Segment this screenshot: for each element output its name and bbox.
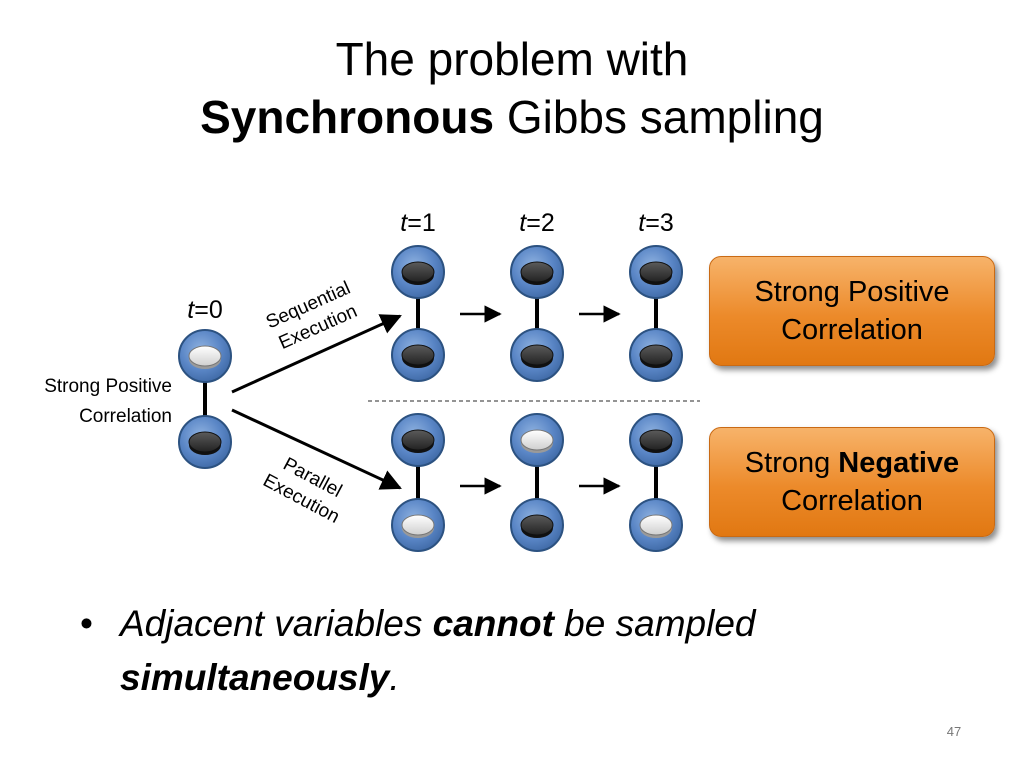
negative-badge-line-2: Correlation xyxy=(781,485,923,517)
slide-title: The problem with Synchronous Gibbs sampl… xyxy=(0,30,1024,146)
negative-badge-bold: Negative xyxy=(838,447,960,479)
title-line-2: Synchronous Gibbs sampling xyxy=(0,88,1024,146)
node-seq-t1-top xyxy=(391,245,445,299)
t0-label: t=0 xyxy=(187,296,222,324)
negative-badge-line-1: Strong Negative xyxy=(745,444,959,482)
dark-disk-icon xyxy=(639,261,673,283)
title-line-2-rest: Gibbs sampling xyxy=(494,91,824,143)
positive-badge-line-2: Correlation xyxy=(781,314,923,346)
bullet-part-3: be sampled xyxy=(553,603,756,644)
bullet-part-5: . xyxy=(389,657,400,698)
dark-disk-icon xyxy=(520,261,554,283)
bullet-point: • Adjacent variables cannot be sampled si… xyxy=(80,597,900,705)
negative-correlation-badge: Strong Negative Correlation xyxy=(709,427,995,537)
dark-disk-icon xyxy=(520,514,554,536)
t0-correlation-label: Strong Positive Correlation xyxy=(6,372,172,432)
node-seq-t2-bottom xyxy=(510,328,564,382)
title-bold-word: Synchronous xyxy=(200,91,495,143)
positive-badge-line-1: Strong Positive xyxy=(754,276,950,308)
bullet-bold-cannot: cannot xyxy=(432,603,554,644)
node-t0-top xyxy=(178,329,232,383)
node-seq-t1-bottom xyxy=(391,328,445,382)
t0-correlation-line-1: Strong Positive xyxy=(44,376,172,397)
bullet-marker: • xyxy=(80,603,93,644)
node-t0-bottom xyxy=(178,415,232,469)
parallel-arrow xyxy=(231,408,402,490)
light-disk-icon xyxy=(520,429,554,451)
dark-disk-icon xyxy=(401,344,435,366)
sequential-arrow xyxy=(231,314,402,394)
bullet-bold-simultaneously: simultaneously xyxy=(120,657,390,698)
node-par-t3-top xyxy=(629,413,683,467)
bullet-text: Adjacent variables cannot be sampled simu… xyxy=(80,597,900,705)
node-par-t1-top xyxy=(391,413,445,467)
sequential-execution-label: Sequential Execution xyxy=(263,278,360,354)
light-disk-icon xyxy=(401,514,435,536)
page-number: 47 xyxy=(946,724,962,739)
t1-label: t=1 xyxy=(400,209,435,237)
dark-disk-icon xyxy=(401,261,435,283)
dark-disk-icon xyxy=(188,431,222,453)
node-par-t1-bottom xyxy=(391,498,445,552)
t3-label: t=3 xyxy=(638,209,673,237)
node-par-t2-top xyxy=(510,413,564,467)
node-par-t2-bottom xyxy=(510,498,564,552)
title-line-1: The problem with xyxy=(335,33,689,85)
node-par-t3-bottom xyxy=(629,498,683,552)
node-seq-t3-top xyxy=(629,245,683,299)
t0-correlation-line-2: Correlation xyxy=(79,406,172,427)
dark-disk-icon xyxy=(639,429,673,451)
negative-badge-plain: Strong xyxy=(744,447,839,479)
light-disk-icon xyxy=(639,514,673,536)
dark-disk-icon xyxy=(639,344,673,366)
t2-label: t=2 xyxy=(519,209,554,237)
bullet-part-1: Adjacent variables xyxy=(120,603,433,644)
positive-correlation-badge: Strong Positive Correlation xyxy=(709,256,995,366)
dark-disk-icon xyxy=(401,429,435,451)
node-seq-t2-top xyxy=(510,245,564,299)
dark-disk-icon xyxy=(520,344,554,366)
light-disk-icon xyxy=(188,345,222,367)
node-seq-t3-bottom xyxy=(629,328,683,382)
